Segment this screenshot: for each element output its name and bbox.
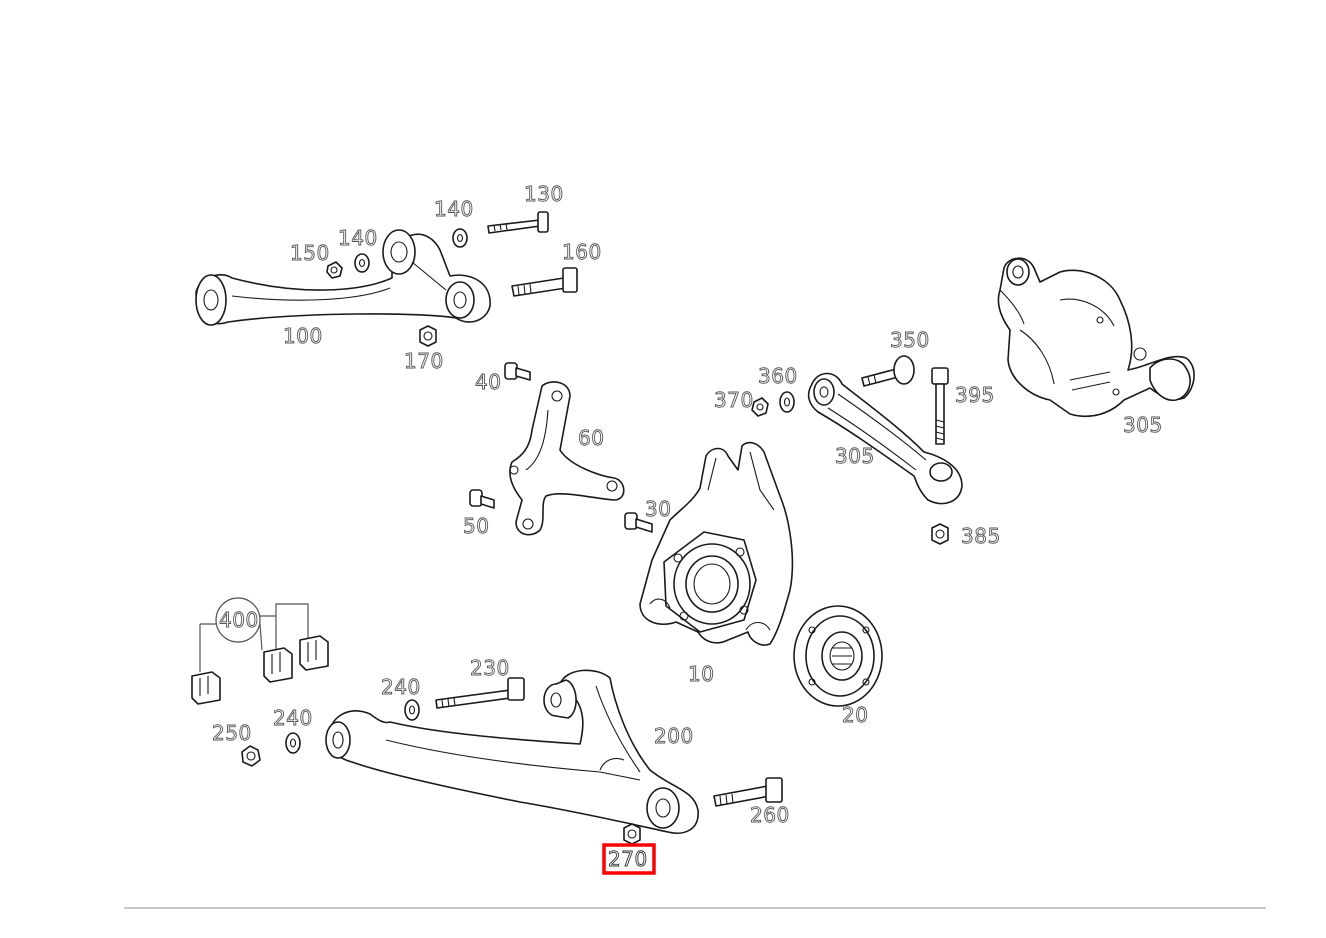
label-385[interactable]: 385 [961,524,1001,549]
label-100[interactable]: 100 [283,324,323,349]
bolt-40[interactable] [504,362,531,381]
washer-240-upper[interactable] [404,699,420,721]
label-10[interactable]: 10 [688,662,715,687]
washer-360[interactable] [779,391,795,413]
wheel-carrier-10[interactable] [639,441,794,646]
label-240a[interactable]: 240 [381,675,421,700]
washer-240-lower[interactable] [285,732,301,754]
bolt-395[interactable] [931,367,949,445]
label-20[interactable]: 20 [842,703,869,728]
label-305-center[interactable]: 305 [835,444,875,469]
steering-actuator-305[interactable] [997,257,1195,418]
label-370[interactable]: 370 [714,388,754,413]
bolt-260[interactable] [713,777,783,807]
bolt-130[interactable] [487,211,549,234]
label-140a[interactable]: 140 [434,197,474,222]
highlight-box [602,843,656,875]
label-130[interactable]: 130 [524,182,564,207]
label-240b[interactable]: 240 [273,706,313,731]
label-140b[interactable]: 140 [338,226,378,251]
bolt-30[interactable] [624,512,653,533]
lower-control-arm-200[interactable] [325,669,699,834]
label-305-right[interactable]: 305 [1123,413,1163,438]
label-395[interactable]: 395 [955,383,995,408]
label-200[interactable]: 200 [654,724,694,749]
label-350[interactable]: 350 [890,328,930,353]
callout-circle-400 [215,597,261,643]
label-260[interactable]: 260 [750,803,790,828]
washer-140-lower[interactable] [354,253,370,273]
label-50[interactable]: 50 [463,514,490,539]
bolt-350[interactable] [861,355,915,387]
bushing-230[interactable] [543,679,577,719]
bolt-50[interactable] [469,489,495,509]
bracket-60[interactable] [509,381,625,536]
nut-370[interactable] [751,397,769,417]
label-160[interactable]: 160 [562,240,602,265]
label-150[interactable]: 150 [290,241,330,266]
wheel-hub-20[interactable] [793,605,883,707]
label-40[interactable]: 40 [475,370,502,395]
nut-170[interactable] [419,325,437,347]
nut-150[interactable] [326,261,343,279]
label-30[interactable]: 30 [645,497,672,522]
nut-385[interactable] [931,523,949,545]
nut-250[interactable] [241,745,261,767]
bolt-230[interactable] [435,677,525,709]
label-400[interactable]: 400 [219,608,259,633]
washer-140-upper[interactable] [452,228,468,248]
bolt-160[interactable] [511,267,578,297]
label-270[interactable]: 270 [608,847,648,872]
label-230[interactable]: 230 [470,656,510,681]
upper-control-arm-100[interactable] [195,229,491,326]
shim-set-400[interactable] [191,603,329,705]
label-170[interactable]: 170 [404,349,444,374]
label-60[interactable]: 60 [578,426,605,451]
label-250[interactable]: 250 [212,721,252,746]
nut-270[interactable] [623,823,641,845]
track-rod-305[interactable] [807,372,963,505]
label-360[interactable]: 360 [758,364,798,389]
